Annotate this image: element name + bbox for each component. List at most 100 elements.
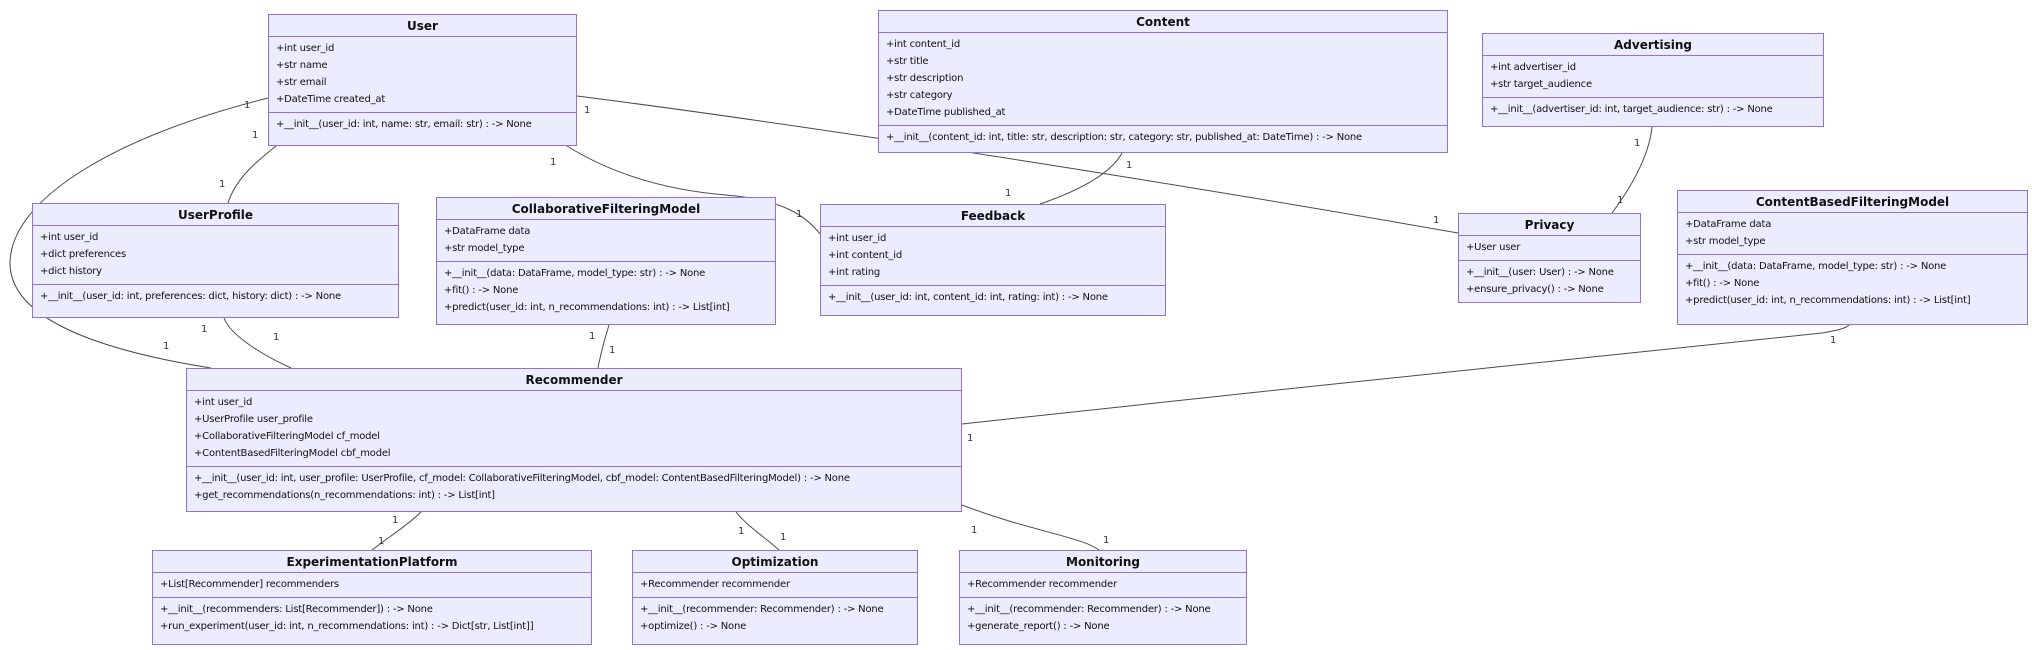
cardinality-label: 1	[584, 105, 591, 116]
cardinality-label: 1	[219, 179, 226, 190]
relationship-edge-content-feedback	[1039, 152, 1123, 205]
class-title: UserProfile	[177, 208, 254, 222]
class-methods-section: +__init__(recommender: Recommender) : ->…	[633, 597, 917, 639]
class-attribute: +str title	[886, 56, 929, 67]
class-method: +__init__(user_id: int, user_profile: Us…	[194, 473, 850, 484]
class-attribute: +int advertiser_id	[1490, 62, 1576, 73]
class-attributes-section: +DataFrame data +str model_type	[1678, 212, 2027, 254]
cardinality-label: 1	[1830, 335, 1837, 346]
class-box-recommender: Recommender +int user_id+UserProfile user…	[186, 368, 962, 512]
class-attribute: +str model_type	[444, 243, 525, 254]
class-method: +__init__(advertiser_id: int, target_aud…	[1490, 104, 1773, 115]
class-attribute: +dict preferences	[40, 249, 127, 260]
cardinality-label: 1	[738, 526, 745, 537]
cardinality-label: 1	[780, 532, 787, 543]
class-attribute: +Recommender recommender	[640, 579, 790, 590]
class-attributes-section: +User user	[1459, 235, 1640, 260]
class-methods-section: +__init__(data: DataFrame, model_type: s…	[437, 261, 775, 320]
class-method: +__init__(user: User) : -> None	[1466, 267, 1614, 278]
relationship-edge-user-userprofile	[227, 145, 277, 204]
class-attribute: +str category	[886, 90, 953, 101]
cardinality-label: 1	[1005, 188, 1012, 199]
class-method: +__init__(user_id: int, name: str, email…	[276, 119, 532, 130]
class-attribute: +int content_id	[886, 39, 961, 50]
class-title: ContentBasedFilteringModel	[1755, 195, 1950, 209]
cardinality-label: 1	[1433, 215, 1440, 226]
class-method: +predict(user_id: int, n_recommendations…	[444, 302, 730, 313]
cardinality-label: 1	[550, 157, 557, 168]
class-attributes-section: +int user_id+str name+str email+DateTime…	[269, 36, 576, 112]
cardinality-label: 1	[1126, 160, 1133, 171]
class-title: Feedback	[960, 209, 1026, 223]
class-attributes-section: +int content_id +str title +str descriptio…	[879, 32, 1447, 125]
class-title: Content	[1136, 15, 1190, 29]
class-attribute: +str model_type	[1685, 236, 1766, 247]
cardinality-label: 1	[392, 515, 399, 526]
cardinality-label: 1	[244, 100, 251, 111]
relationship-edge-cfm-recommender	[597, 324, 610, 369]
class-attributes-section: +Recommender recommender	[960, 572, 1246, 597]
class-title: CollaborativeFilteringModel	[511, 202, 701, 216]
relationship-edge-userprofile-recommender	[223, 317, 292, 369]
class-title: Privacy	[1524, 218, 1575, 232]
class-attribute: +str target_audience	[1490, 79, 1592, 90]
class-title: Advertising	[1614, 38, 1692, 52]
class-box-monitoring: Monitoring+Recommender recommender+__ini…	[959, 550, 1247, 645]
class-attributes-section: +int user_id+int content_id+int rating	[821, 226, 1165, 285]
class-method: +__init__(data: DataFrame, model_type: s…	[444, 268, 706, 279]
cardinality-label: 1	[1634, 138, 1641, 149]
class-methods-section: +__init__(content_id: int, title: str, d…	[879, 125, 1447, 150]
class-title: Optimization	[731, 555, 819, 569]
cardinality-label: 1	[201, 324, 208, 335]
cardinality-label: 1	[378, 536, 385, 547]
class-box-privacy: Privacy+User user+__init__(user: User) :…	[1458, 213, 1641, 303]
class-box-experimentation: ExperimentationPlatform +List[Recommender…	[152, 550, 592, 645]
class-attributes-section: +int advertiser_id +str target_audience	[1483, 55, 1823, 97]
cardinality-label: 1	[589, 331, 596, 342]
relationship-edge-recommender-experimentation	[371, 511, 422, 551]
class-method: +get_recommendations(n_recommendations: …	[194, 490, 495, 501]
cardinality-label: 1	[609, 345, 616, 356]
class-method: +__init__(content_id: int, title: str, d…	[886, 132, 1363, 143]
class-attribute: +dict history	[40, 266, 102, 277]
relationship-edge-user-privacy	[576, 95, 1459, 234]
class-attributes-section: +int user_id+dict preferences+dict histo…	[33, 225, 398, 284]
class-attributes-section: +Recommender recommender	[633, 572, 917, 597]
class-title: ExperimentationPlatform	[286, 555, 458, 569]
class-attribute: +UserProfile user_profile	[194, 414, 313, 425]
class-attribute: +str name	[276, 60, 328, 71]
class-attribute: +int content_id	[828, 250, 903, 261]
class-title: Recommender	[525, 373, 623, 387]
class-box-user: User+int user_id+str name+str email+Date…	[268, 14, 577, 146]
relationship-edge-recommender-monitoring	[961, 504, 1100, 551]
cardinality-label: 1	[1617, 195, 1624, 206]
class-box-optimization: Optimization +Recommender recommender +__i…	[632, 550, 918, 645]
class-attribute: +ContentBasedFilteringModel cbf_model	[194, 448, 391, 459]
class-attributes-section: +int user_id+UserProfile user_profile+Co…	[187, 390, 961, 466]
class-methods-section: +__init__(user_id: int, user_profile: Us…	[187, 466, 961, 508]
class-attribute: +DataFrame data	[1685, 219, 1772, 230]
class-methods-section: +__init__(recommender: Recommender) : ->…	[960, 597, 1246, 639]
relationship-edge-user-recommender	[9, 97, 269, 369]
class-attribute: +str description	[886, 73, 964, 84]
class-attribute: +List[Recommender] recommenders	[160, 579, 339, 590]
class-box-userprofile: UserProfile +int user_id+dict preferences…	[32, 203, 399, 318]
relationship-edge-user-feedback	[566, 145, 821, 235]
class-method: +fit() : -> None	[1685, 278, 1760, 289]
class-methods-section: +__init__(user: User) : -> None+ensure_p…	[1459, 260, 1640, 302]
class-method: +__init__(recommender: Recommender) : ->…	[967, 604, 1211, 615]
class-attributes-section: +DataFrame data+str model_type	[437, 219, 775, 261]
class-box-cfm: CollaborativeFilteringModel +DataFrame da…	[436, 197, 776, 325]
class-attribute: +DateTime published_at	[886, 107, 1006, 118]
class-attribute: +CollaborativeFilteringModel cf_model	[194, 431, 380, 442]
relationship-edge-cbfm-recommender	[961, 324, 1850, 425]
class-attributes-section: +List[Recommender] recommenders	[153, 572, 591, 597]
class-method: +__init__(user_id: int, preferences: dic…	[40, 291, 341, 302]
class-methods-section: +__init__(user_id: int, preferences: dic…	[33, 284, 398, 309]
class-methods-section: +__init__(user_id: int, name: str, email…	[269, 112, 576, 137]
class-attribute: +int user_id	[828, 233, 887, 244]
class-method: +__init__(data: DataFrame, model_type: s…	[1685, 261, 1947, 272]
cardinality-label: 1	[1103, 535, 1110, 546]
class-attribute: +Recommender recommender	[967, 579, 1117, 590]
